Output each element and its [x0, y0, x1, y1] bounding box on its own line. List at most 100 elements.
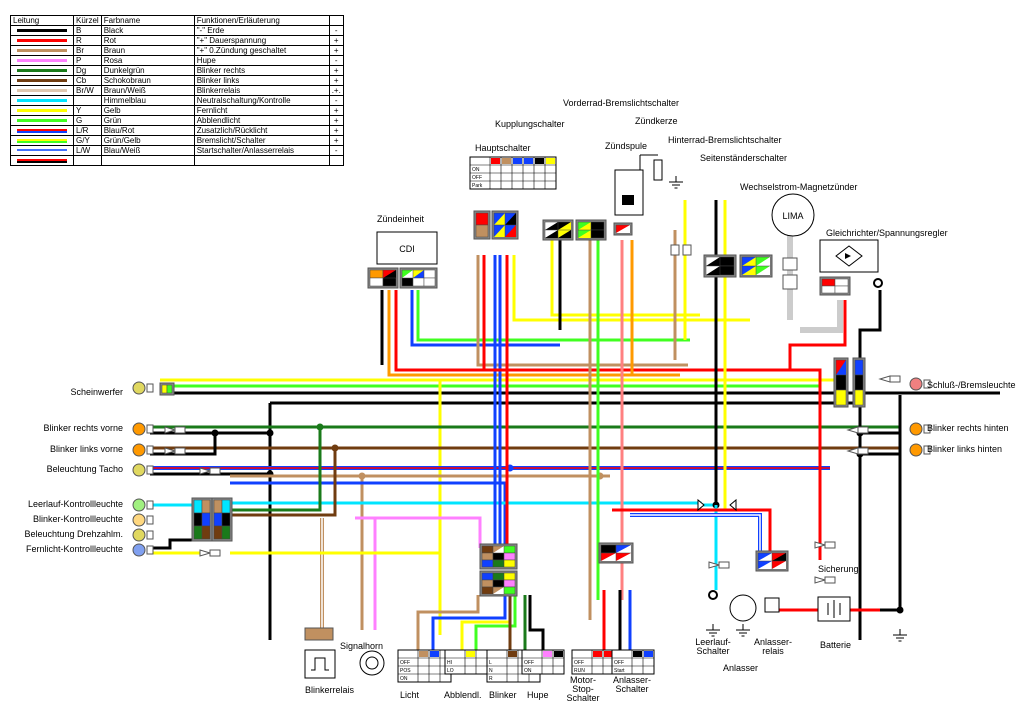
connector-pin [854, 374, 864, 391]
switch-position-label: R [489, 676, 493, 682]
lamp-blinker-kontroll [132, 513, 146, 527]
label-hauptschalter: Hauptschalter [475, 143, 531, 153]
label-batterie: Batterie [820, 640, 851, 650]
label-blinker-kontrollleuchte: Blinker-Kontrollleuchte [33, 514, 123, 524]
switch-position-label: L [489, 660, 492, 666]
connector-pin-stripe [616, 545, 631, 553]
connector-pin-stripe [706, 257, 720, 266]
label-zuendspule: Zündspule [605, 141, 647, 151]
connector-zuendspule [613, 222, 633, 236]
switch-position-label: OFF [614, 660, 624, 666]
terminal-color [502, 158, 511, 164]
switch-position-label: OFF [524, 660, 534, 666]
connector-pin [503, 545, 516, 554]
label-sicherung: Sicherung [818, 564, 859, 574]
connector-vorderbremse [575, 219, 607, 241]
connector-pin [475, 224, 489, 238]
label-kupplungsschalter: Kupplungschalter [495, 119, 565, 129]
wire-hupe [355, 516, 482, 548]
connector-pin-stripe [558, 230, 571, 238]
wire-startschalter [630, 514, 761, 560]
switch-motor-stop: OFF RUN [571, 649, 615, 675]
ground-anlasser [736, 624, 750, 637]
components: CDIONOFFParkLIMAOFFPOSONHILOLNROFFONOFFR… [132, 154, 931, 683]
label-leerlauf-schalter-2: Schalter [696, 646, 729, 656]
connector-pin [475, 212, 489, 226]
plug-male [164, 447, 177, 455]
connector-pin [835, 389, 847, 406]
plug-male [199, 549, 212, 557]
switch-position-label: Start [614, 668, 625, 674]
lamp-scheinwerfer [132, 381, 146, 395]
connector-pin [213, 512, 223, 527]
connector-pin-stripe [505, 213, 516, 225]
switch-position-label: Park [472, 183, 483, 189]
connector-pin [213, 499, 223, 514]
connector-pin-stripe [494, 213, 505, 225]
connector-pin [834, 278, 849, 287]
plug-sicherung-a [814, 541, 836, 549]
blinkerrelais-connector [304, 627, 334, 641]
wire-licht-blau [431, 595, 507, 650]
plug-female [209, 549, 221, 557]
zuendkerze [653, 159, 663, 181]
label-blinkerrelais: Blinkerrelais [305, 685, 355, 695]
label-gleichrichter: Gleichrichter/Spannungsregler [826, 228, 948, 238]
connector-pin [166, 384, 173, 394]
connector-pin [221, 525, 231, 540]
junction-dot [266, 429, 274, 437]
switch-position-label: OFF [574, 660, 584, 666]
label-fernlicht-kontrollleuchte: Fernlicht-Kontrollleuchte [26, 544, 123, 554]
connector-pin [600, 544, 617, 554]
connector-pin [481, 552, 494, 561]
label-motor-stop-2: Stop- [572, 684, 594, 694]
switch-position-label: RUN [574, 668, 585, 674]
connector-cdi-b [399, 267, 438, 289]
label-schluss-bremsleuchte: Schluß-/Bremsleuchte [927, 380, 1016, 390]
connector-lima-a [782, 257, 798, 271]
plug-female [174, 447, 186, 455]
connector-pin [492, 552, 505, 561]
wire-color-legend: Leitung Kürzel Farbname Funktionen/Erläu… [10, 15, 344, 166]
plug-female [174, 426, 186, 434]
connector-pin-stripe [383, 270, 396, 278]
label-leerlauf-schalter-1: Leerlauf- [695, 637, 731, 647]
wire-hauptschalter-braun [476, 255, 688, 367]
connector-pin [492, 579, 505, 588]
connector-pin-stripe [756, 266, 770, 275]
legend-polarity [328, 155, 344, 166]
label-seitenstaenderschalter: Seitenständerschalter [700, 153, 787, 163]
pulse-icon [311, 657, 329, 671]
plug-blinker-rechts-hinten [846, 426, 869, 434]
wire-blinker-kontroll-r [230, 427, 322, 512]
connector-pin [193, 525, 203, 540]
switch-position-label: OFF [400, 660, 410, 666]
plug-female [209, 467, 221, 475]
connector-pin [193, 499, 203, 514]
lamp-fernlicht-kontroll [132, 543, 146, 557]
connector-lima-b [782, 274, 798, 290]
lamp-beleuchtung-tacho [132, 463, 146, 477]
connector-pin-stripe [706, 266, 720, 275]
plug-male [814, 541, 827, 549]
connector-pin-stripe [772, 561, 786, 569]
terminal-color [419, 651, 428, 657]
terminal-color [430, 651, 439, 657]
terminal-color [513, 158, 522, 164]
label-anlasser-relais-2: relais [762, 646, 784, 656]
terminal-color [593, 651, 602, 657]
connector-pin [201, 512, 211, 527]
connector-pin [481, 572, 494, 581]
connector-pin [382, 277, 397, 287]
lamp-blinker-links-vorne [132, 443, 146, 457]
connector-pin-stripe [758, 561, 772, 569]
terminal-color [524, 158, 533, 164]
connector-pin [590, 221, 605, 231]
wire-anlasser-rot [612, 508, 772, 560]
label-hinterrad-bremslichtschalter: Hinterrad-Bremslichtschalter [668, 135, 782, 145]
diode-icon [845, 253, 851, 259]
label-blinker-links-vorne: Blinker links vorne [50, 444, 123, 454]
label-hupe: Hupe [527, 690, 549, 700]
plug-tacho [199, 467, 221, 475]
